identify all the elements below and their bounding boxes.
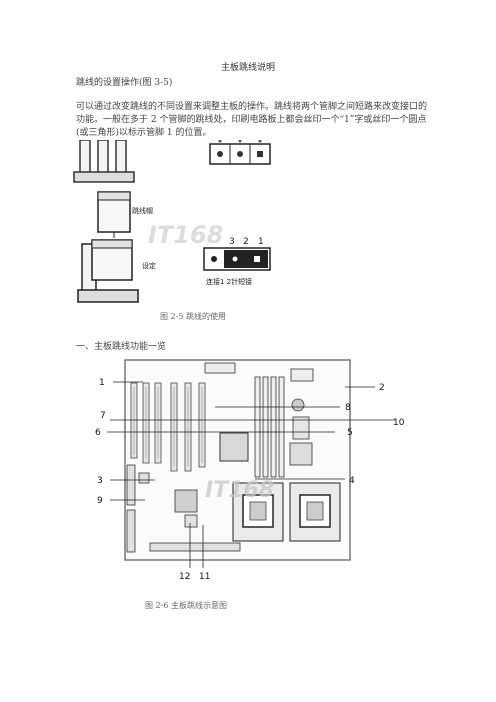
callout-4: 4 xyxy=(349,476,355,486)
intro-paragraph: 可以通过改变跳线的不同设置来调整主板的操作。跳线将两个管脚之间短路来改变接口的功… xyxy=(76,102,428,138)
battery xyxy=(291,398,305,412)
jumper-cap-label: 跳线帽 xyxy=(132,206,153,215)
jumper-figure: 跳线帽 设定 3 2 1 连接1 2针短接 IT168 xyxy=(73,140,271,303)
watermark-logo-2: IT168 xyxy=(205,478,274,503)
section-heading: 一、主板跳线功能一览 xyxy=(76,342,167,352)
pin-number-2: 2 xyxy=(243,237,249,247)
jumper-on-pins xyxy=(77,239,139,303)
callout-7: 7 xyxy=(100,411,106,421)
jumper-cap xyxy=(97,191,131,238)
cpu-socket-1 xyxy=(232,482,284,542)
callout-9: 9 xyxy=(97,496,103,506)
callout-12: 12 xyxy=(179,572,190,582)
memory-slots xyxy=(254,376,285,478)
callout-11: 11 xyxy=(199,572,210,582)
chip-small xyxy=(292,416,310,440)
callout-2: 2 xyxy=(379,383,385,393)
subtitle: 跳线的设置操作(图 3-5) xyxy=(76,78,173,88)
callout-1: 1 xyxy=(99,378,105,388)
callout-10: 10 xyxy=(393,418,405,428)
pin-header-bottom xyxy=(203,247,271,271)
callout-3: 3 xyxy=(97,476,103,486)
cpu-socket-2 xyxy=(289,482,341,542)
pin-number-3: 3 xyxy=(229,237,235,247)
callout-8: 8 xyxy=(345,403,351,413)
pin-header-top xyxy=(209,140,271,165)
callout-6: 6 xyxy=(95,428,101,438)
figure-caption-2: 图 2-6 主板跳线示意图 xyxy=(145,601,227,610)
left-connectors xyxy=(126,464,150,553)
figure-caption-1: 图 2-5 跳线的使用 xyxy=(160,312,226,321)
bottom-header xyxy=(149,542,241,552)
pin-stack-top xyxy=(73,140,135,183)
setting-label: 设定 xyxy=(142,261,156,270)
watermark-logo: IT168 xyxy=(148,221,223,249)
chipset xyxy=(219,432,249,462)
connect-label: 连接1 2针短接 xyxy=(206,277,252,286)
callout-5: 5 xyxy=(347,428,353,438)
motherboard-diagram: 1 2 8 7 10 6 5 3 4 9 12 11 IT168 xyxy=(95,359,405,582)
page-title: 主板跳线说明 xyxy=(220,63,275,73)
pin-number-1: 1 xyxy=(258,237,264,247)
